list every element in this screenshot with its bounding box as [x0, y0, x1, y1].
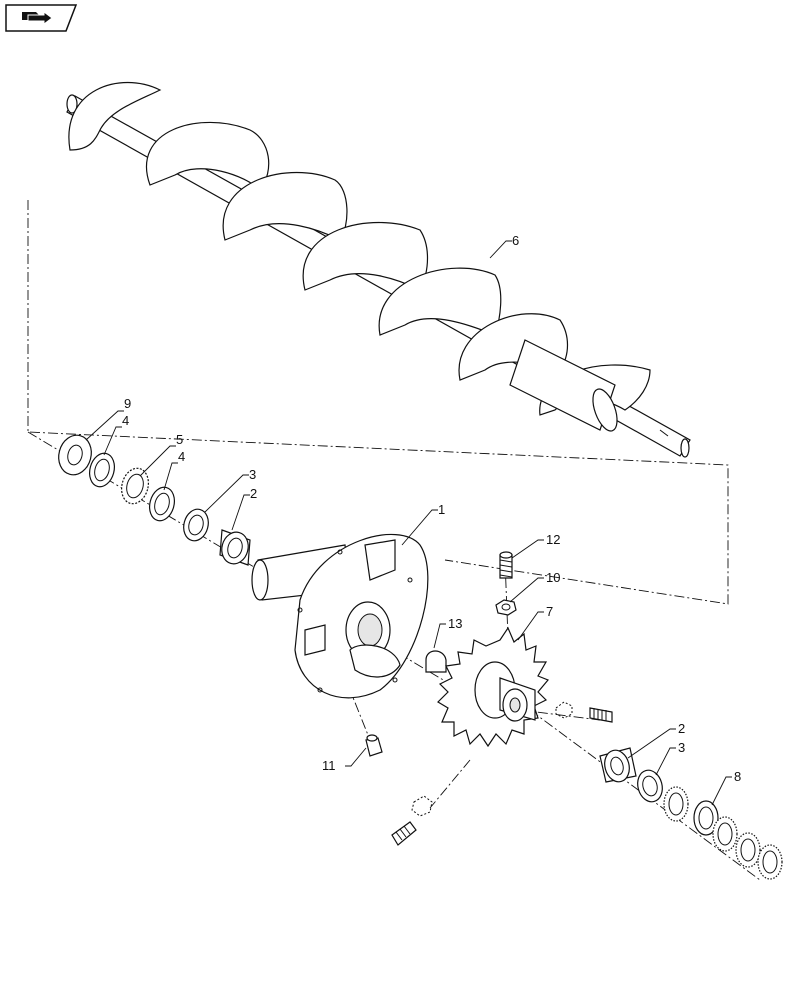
- washer-9: [58, 434, 92, 476]
- callout-9: 9: [124, 396, 131, 411]
- callout-2a: 2: [250, 486, 257, 501]
- nut-10: [495, 599, 517, 616]
- callout-13: 13: [448, 616, 462, 631]
- shim-washers: [663, 786, 783, 880]
- hidden-set-screw: [555, 701, 613, 723]
- nav-badge[interactable]: [5, 4, 78, 32]
- callout-7: 7: [546, 604, 553, 619]
- bushing-2b: [599, 747, 637, 783]
- callout-labels: 9 4 5 4 3 2 1 6 12 10 7 13 11 2 3 8: [122, 233, 741, 784]
- callout-1: 1: [438, 502, 445, 517]
- auger-assembly: [66, 81, 691, 458]
- callout-8: 8: [734, 769, 741, 784]
- lower-set-screw: [391, 795, 433, 846]
- callout-5: 5: [176, 432, 183, 447]
- callout-12: 12: [546, 532, 560, 547]
- key-13: [425, 650, 447, 673]
- bearing-plate: [251, 533, 429, 699]
- callout-3b: 3: [678, 740, 685, 755]
- seal-3b: [637, 769, 663, 803]
- callout-6: 6: [512, 233, 519, 248]
- thrust-washer-4a: [89, 452, 115, 488]
- callout-3a: 3: [249, 467, 256, 482]
- seal-3a: [183, 508, 209, 542]
- leader-lines: [85, 240, 732, 806]
- callout-2b: 2: [678, 721, 685, 736]
- set-screw-12: [499, 551, 513, 579]
- needle-bearing-5: [121, 467, 149, 505]
- callout-4a: 4: [122, 413, 129, 428]
- auger-flight: [68, 81, 651, 416]
- thrust-washer-4b: [149, 486, 175, 522]
- callout-10: 10: [546, 570, 560, 585]
- book-arrow-icon: [22, 11, 53, 25]
- grease-fitting-11: [365, 734, 383, 757]
- bushing-2a: [219, 529, 251, 566]
- callout-11: 11: [322, 758, 336, 773]
- callout-4b: 4: [178, 449, 185, 464]
- sprocket-7: [437, 626, 549, 748]
